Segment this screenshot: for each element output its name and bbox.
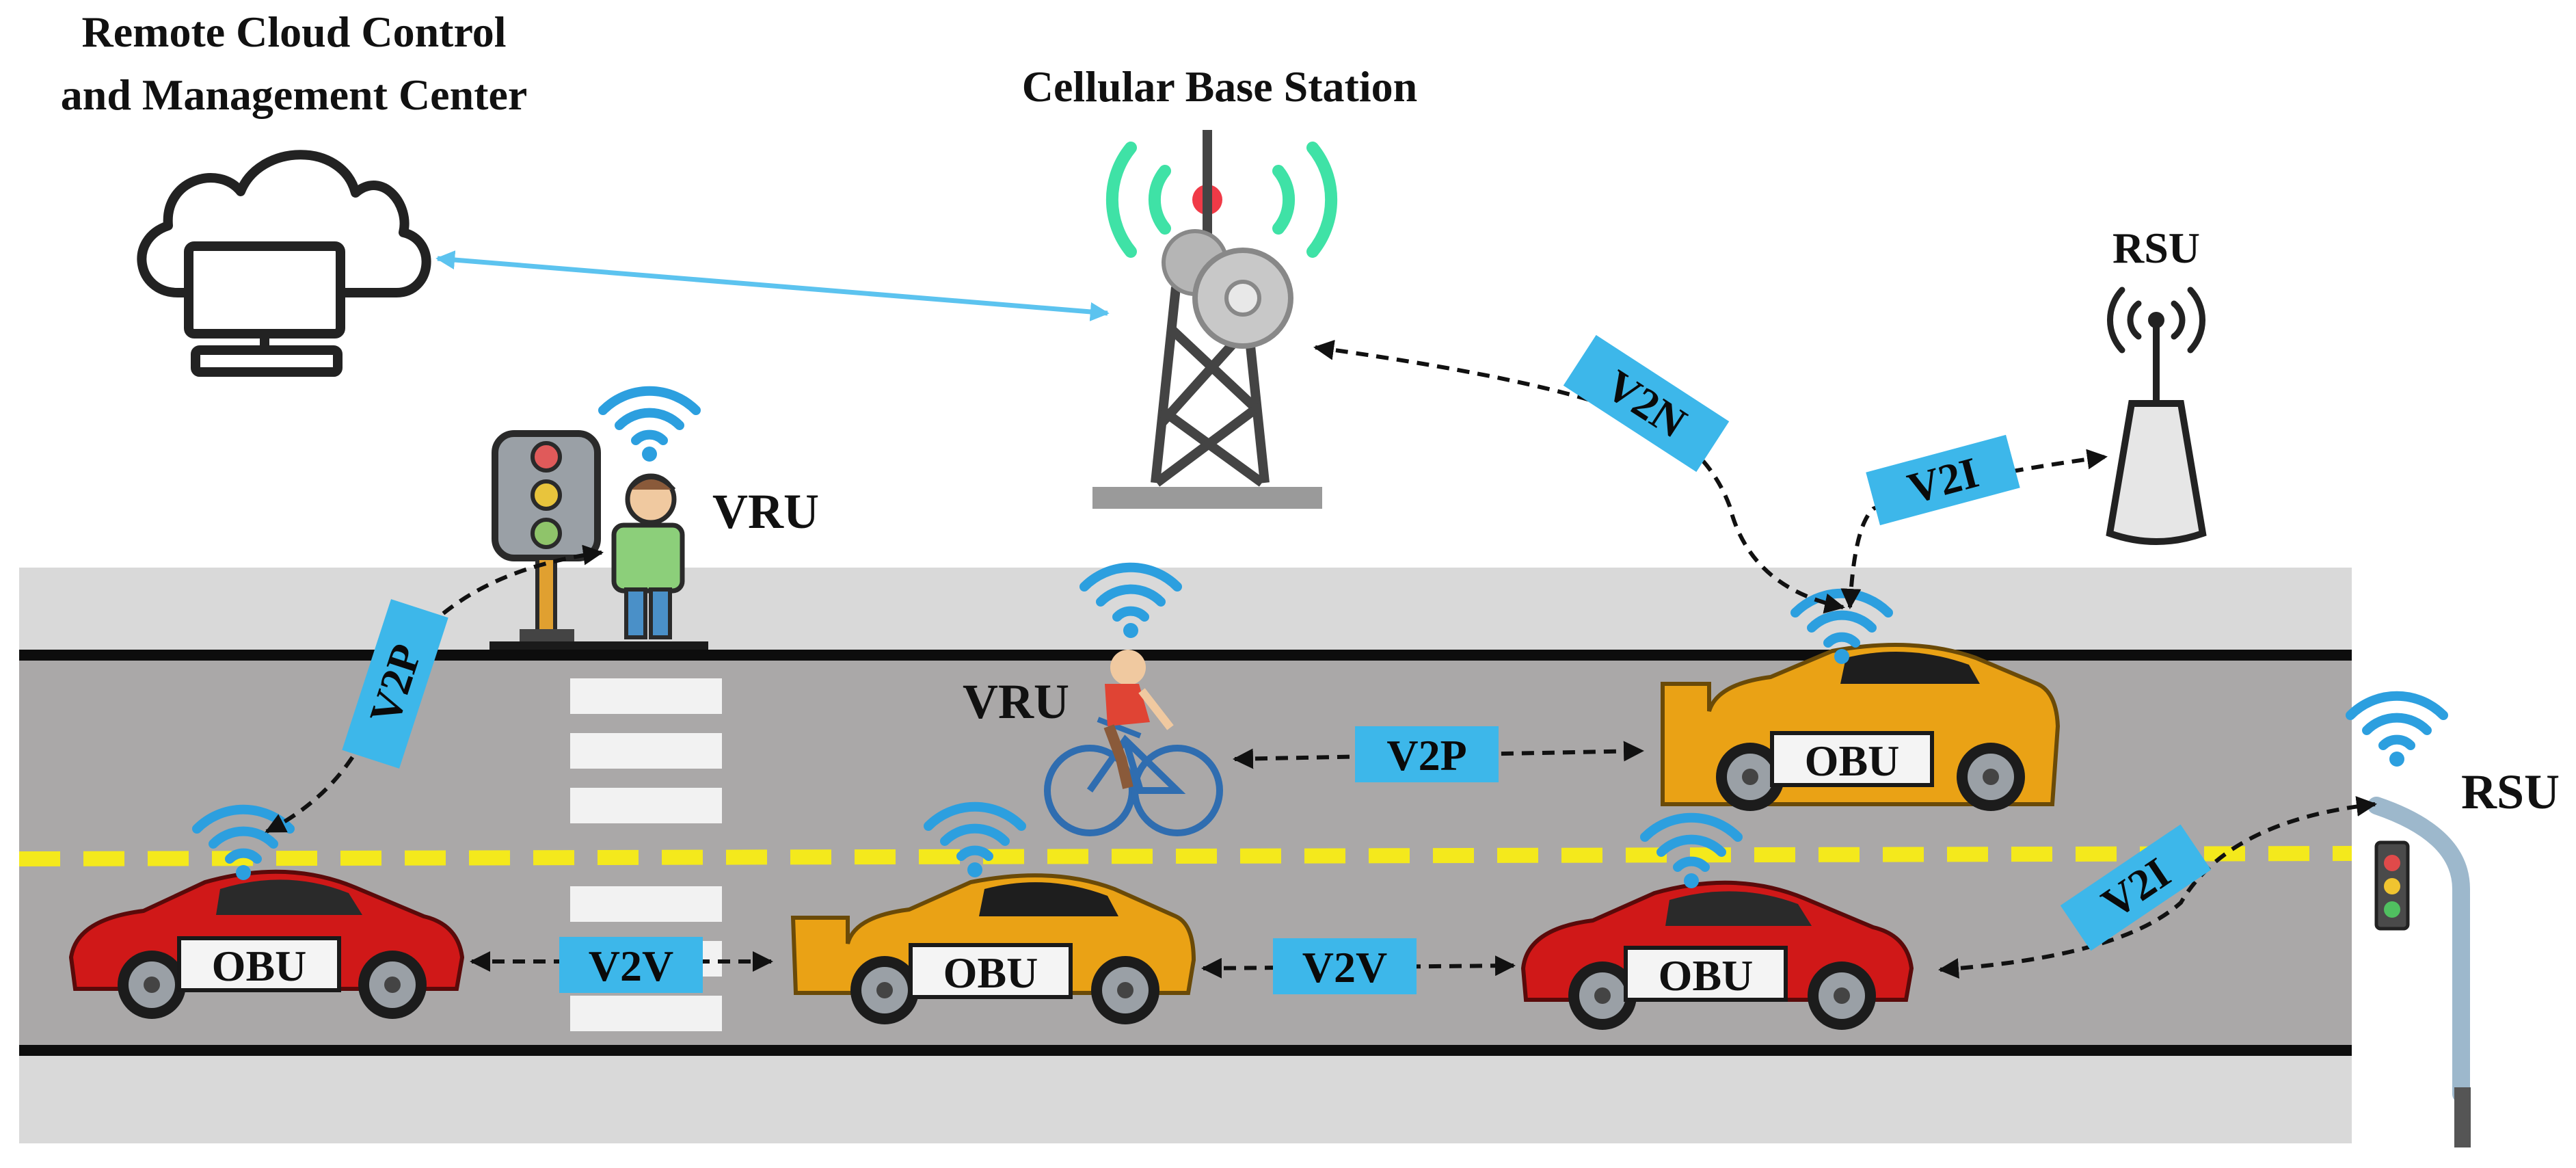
curb-top bbox=[19, 650, 2352, 661]
cloud-control-center: Remote Cloud Control and Management Cent… bbox=[61, 8, 1110, 377]
cyclist-icon bbox=[1044, 650, 1223, 836]
rsu-unit-icon bbox=[2106, 400, 2207, 545]
link-label-v2v-left: V2V bbox=[559, 937, 703, 993]
cloud-to-base-link bbox=[435, 250, 1110, 321]
cloud-computer-icon bbox=[137, 150, 431, 377]
tower-base bbox=[1092, 487, 1322, 509]
rsu-antenna-signal-icon bbox=[2107, 287, 2205, 354]
link-arrows bbox=[265, 339, 2377, 979]
cloud-title-line2: and Management Center bbox=[61, 70, 528, 119]
link-label-v2n: V2N bbox=[1563, 334, 1730, 473]
svg-text:V2I: V2I bbox=[1903, 448, 1983, 513]
sidewalk-bottom bbox=[19, 1053, 2352, 1143]
pedestrian-wifi-icon bbox=[603, 391, 696, 462]
rsu-right-wifi-icon bbox=[2350, 696, 2443, 767]
obu-box bbox=[177, 936, 341, 992]
svg-text:V2V: V2V bbox=[1302, 943, 1387, 992]
obu-label-car2: OBU bbox=[943, 948, 1038, 997]
obu-box bbox=[1624, 946, 1788, 1002]
rsu-right: RSU bbox=[2350, 696, 2560, 1147]
v2p-left-arrow bbox=[265, 544, 604, 834]
car-yellow-top: OBU bbox=[1661, 643, 2061, 811]
base-station-label: Cellular Base Station bbox=[1022, 62, 1417, 111]
pedestrian-platform bbox=[489, 641, 708, 650]
link-label-v2i-top: V2I bbox=[1866, 434, 2020, 526]
cellular-base-station: Cellular Base Station bbox=[1022, 62, 1417, 509]
svg-text:V2V: V2V bbox=[589, 942, 673, 990]
car-red-left: OBU bbox=[68, 869, 465, 1019]
obu-box bbox=[1770, 731, 1934, 787]
pedestrian-icon bbox=[611, 473, 685, 639]
sidewalk-top bbox=[19, 568, 2352, 654]
car-red-right: OBU bbox=[1520, 880, 1914, 1030]
street-light-pole bbox=[2367, 797, 2470, 1103]
cloud-title-line1: Remote Cloud Control bbox=[82, 8, 507, 56]
car-yellow-middle: OBU bbox=[790, 873, 1196, 1024]
v2i-right-arrow bbox=[1938, 796, 2377, 979]
curb-bottom bbox=[19, 1045, 2352, 1056]
link-label-v2v-right: V2V bbox=[1273, 938, 1417, 994]
v2p-middle-arrow bbox=[1233, 741, 1644, 769]
obu-label-car1: OBU bbox=[212, 942, 307, 990]
obu-label-car4: OBU bbox=[1805, 736, 1900, 785]
v2i-top-arrow bbox=[1840, 449, 2108, 609]
svg-text:V2P: V2P bbox=[1386, 731, 1466, 780]
base-station-signal-icon bbox=[1105, 142, 1338, 258]
road bbox=[18, 568, 2352, 1143]
vru-cyclist-label: VRU bbox=[963, 674, 1069, 729]
obu-box bbox=[909, 943, 1073, 999]
rsu-top: RSU bbox=[2106, 224, 2207, 545]
link-label-v2p-middle: V2P bbox=[1355, 726, 1499, 782]
rsu-top-label: RSU bbox=[2112, 224, 2200, 272]
obu-label-car3: OBU bbox=[1659, 951, 1754, 1000]
vru-pedestrian-label: VRU bbox=[712, 484, 819, 539]
rsu-right-label: RSU bbox=[2461, 765, 2560, 819]
